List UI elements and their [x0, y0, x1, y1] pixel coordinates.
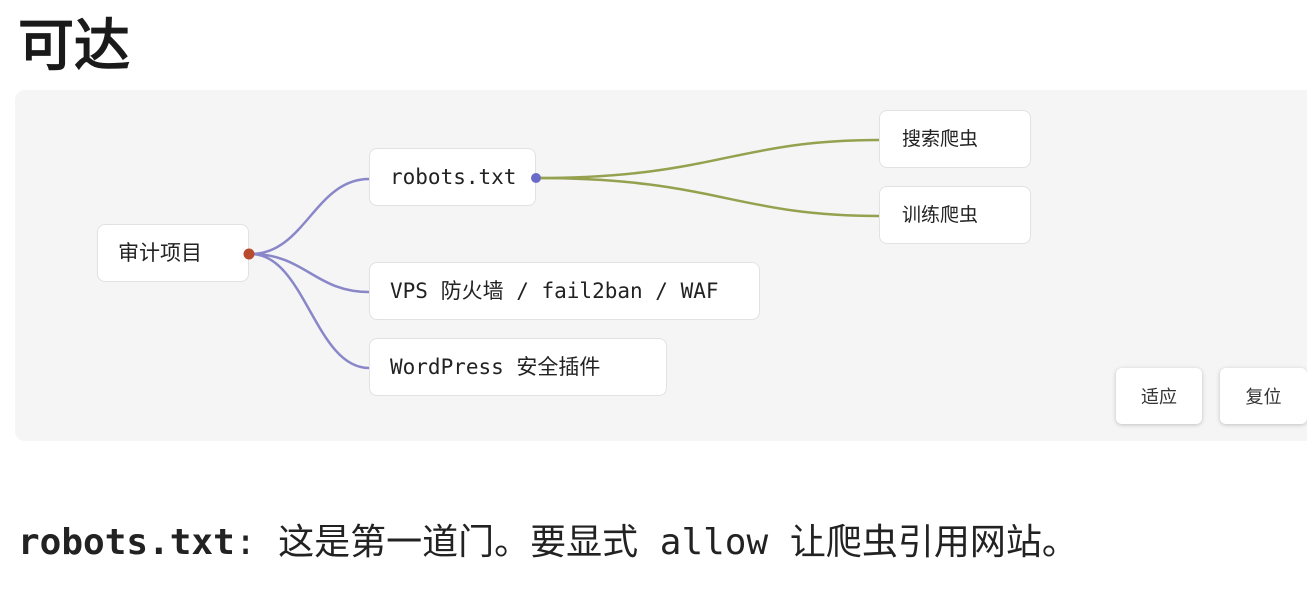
paragraph-term: robots.txt	[18, 522, 235, 563]
edge-robots-training	[535, 176, 880, 218]
paragraph-text: 这是第一道门。要显式 allow 让爬虫引用网站。	[256, 522, 1078, 563]
section-heading: 可达	[18, 13, 130, 79]
node-wordpress-plugin[interactable]: WordPress 安全插件	[369, 338, 667, 396]
node-root[interactable]: 审计项目	[97, 224, 249, 282]
mindmap-canvas[interactable]: 审计项目 robots.txt VPS 防火墙 / fail2ban / WAF…	[15, 90, 1307, 441]
edge-root-firewall	[250, 252, 370, 294]
edge-robots-search	[535, 138, 880, 180]
paragraph-colon: :	[234, 522, 257, 563]
node-robots-txt[interactable]: robots.txt	[369, 148, 536, 206]
node-search-crawler[interactable]: 搜索爬虫	[879, 110, 1031, 168]
node-training-crawler[interactable]: 训练爬虫	[879, 186, 1031, 244]
mindmap-edges	[250, 138, 880, 370]
paragraph: robots.txt: 这是第一道门。要显式 allow 让爬虫引用网站。	[18, 508, 1078, 578]
edge-root-wordpress	[250, 252, 370, 370]
fit-button[interactable]: 适应	[1116, 368, 1202, 424]
node-firewall[interactable]: VPS 防火墙 / fail2ban / WAF	[369, 262, 760, 320]
edge-root-robots	[250, 177, 370, 256]
reset-button[interactable]: 复位	[1220, 368, 1307, 424]
